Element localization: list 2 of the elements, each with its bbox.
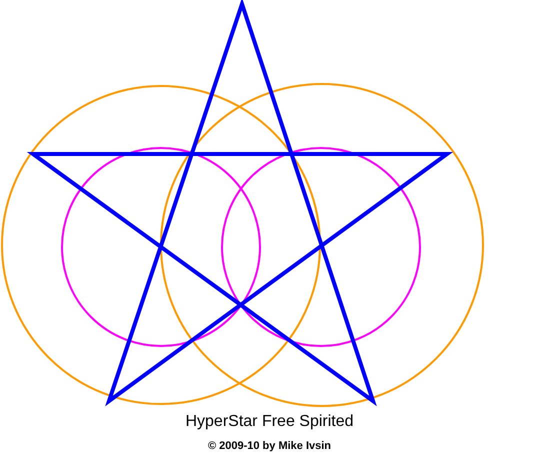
copyright-caption: © 2009-10 by Mike Ivsin xyxy=(208,440,332,452)
diagram-title: HyperStar Free Spirited xyxy=(185,413,354,431)
